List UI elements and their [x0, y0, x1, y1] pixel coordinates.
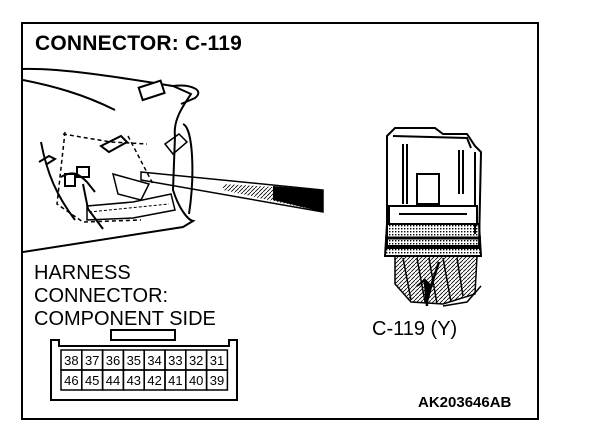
- pointer-beam: [140, 171, 324, 213]
- pin-number: 33: [168, 353, 182, 368]
- pin-number: 45: [85, 373, 99, 388]
- diagram-frame: CONNECTOR: C-119: [21, 22, 539, 420]
- pin-number: 35: [127, 353, 141, 368]
- dashboard-drawing: [23, 67, 200, 253]
- pin-number: 43: [127, 373, 141, 388]
- pin-number: 39: [210, 373, 224, 388]
- pin-cell: [205, 369, 229, 391]
- pin-number: 42: [147, 373, 161, 388]
- pin-number: 46: [64, 373, 78, 388]
- pin-grid: 38 37 36 35 34 33 32 31 46 45 44 43 42 41 40 39: [50, 329, 238, 401]
- harness-label-line3: COMPONENT SIDE: [34, 308, 216, 330]
- diagram-title: CONNECTOR: C-119: [35, 32, 243, 55]
- pin-number: 40: [189, 373, 203, 388]
- pin-number: 32: [189, 353, 203, 368]
- pin-number: 44: [106, 373, 120, 388]
- figure-code: AK203646AB: [418, 394, 512, 411]
- illustration: 38 37 36 35 34 33 32 31 46 45 44 43 42 41 40 39: [23, 67, 483, 401]
- connector-label: C-119 (Y): [372, 318, 458, 340]
- pin-number: 36: [106, 353, 120, 368]
- harness-label-line1: HARNESS: [34, 262, 131, 284]
- harness-label-line2: CONNECTOR:: [34, 285, 169, 307]
- pin-number: 34: [147, 353, 161, 368]
- harness-connector-label: HARNESS CONNECTOR: COMPONENT SIDE: [34, 262, 216, 331]
- pin-number: 41: [168, 373, 182, 388]
- connector-c119-drawing: [383, 127, 483, 307]
- pin-number: 38: [64, 353, 78, 368]
- pin-number: 31: [210, 353, 224, 368]
- pin-number: 37: [85, 353, 99, 368]
